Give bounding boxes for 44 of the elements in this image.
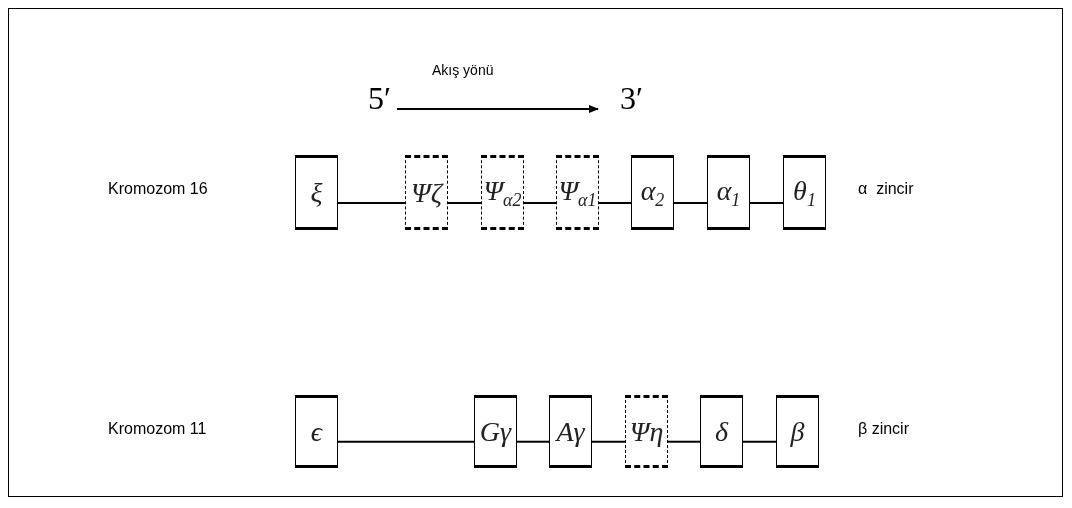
- text-label: Kromozom 11: [108, 420, 207, 438]
- gene-symbol: Ψ$_{α2}$: [483, 174, 522, 211]
- strand-end-label: 3′: [620, 80, 643, 117]
- gene-symbol: θ$_{1}$: [793, 174, 816, 211]
- gene-symbol: Ψζ: [411, 176, 442, 209]
- connector-line: [742, 440, 777, 443]
- connector-line: [337, 202, 406, 204]
- connector-line: [749, 202, 784, 204]
- gene-symbol: ϵ: [310, 415, 323, 448]
- gene-box: [631, 155, 674, 230]
- gene-symbol: δ: [715, 415, 728, 448]
- gene-box: [549, 395, 592, 468]
- gene-box: [295, 155, 338, 230]
- pseudogene-box: [625, 395, 668, 468]
- connector-line: [516, 440, 550, 443]
- gene-symbol: ξ: [310, 176, 323, 209]
- pseudogene-box: [481, 155, 524, 230]
- gene-symbol: Ψη: [629, 415, 664, 448]
- strand-end-label: 5′: [368, 80, 391, 117]
- gene-symbol: β: [790, 415, 805, 448]
- text-label: β zincir: [858, 420, 909, 438]
- gene-box: [295, 395, 338, 468]
- gene-symbol: α$_{1}$: [716, 174, 741, 211]
- gene-box: [783, 155, 826, 230]
- connector-line: [337, 440, 475, 443]
- connector-line: [591, 440, 626, 443]
- gene-symbol: Aγ: [556, 415, 585, 448]
- gene-box: [474, 395, 517, 468]
- connector-line: [523, 202, 557, 204]
- text-label: α zincir: [858, 180, 914, 198]
- pseudogene-box: [405, 155, 448, 230]
- text-label: Kromozom 16: [108, 180, 208, 198]
- pseudogene-box: [556, 155, 599, 230]
- gene-symbol: α$_{2}$: [640, 174, 665, 211]
- connector-line: [447, 202, 482, 204]
- gene-symbol: Gγ: [479, 415, 512, 448]
- connector-line: [667, 440, 701, 443]
- text-label: Akış yönü: [432, 62, 494, 78]
- gene-box: [707, 155, 750, 230]
- gene-box: [776, 395, 819, 468]
- connector-line: [598, 202, 632, 204]
- gene-box: [700, 395, 743, 468]
- connector-line: [673, 202, 708, 204]
- gene-symbol: Ψ$_{α1}$: [558, 174, 597, 211]
